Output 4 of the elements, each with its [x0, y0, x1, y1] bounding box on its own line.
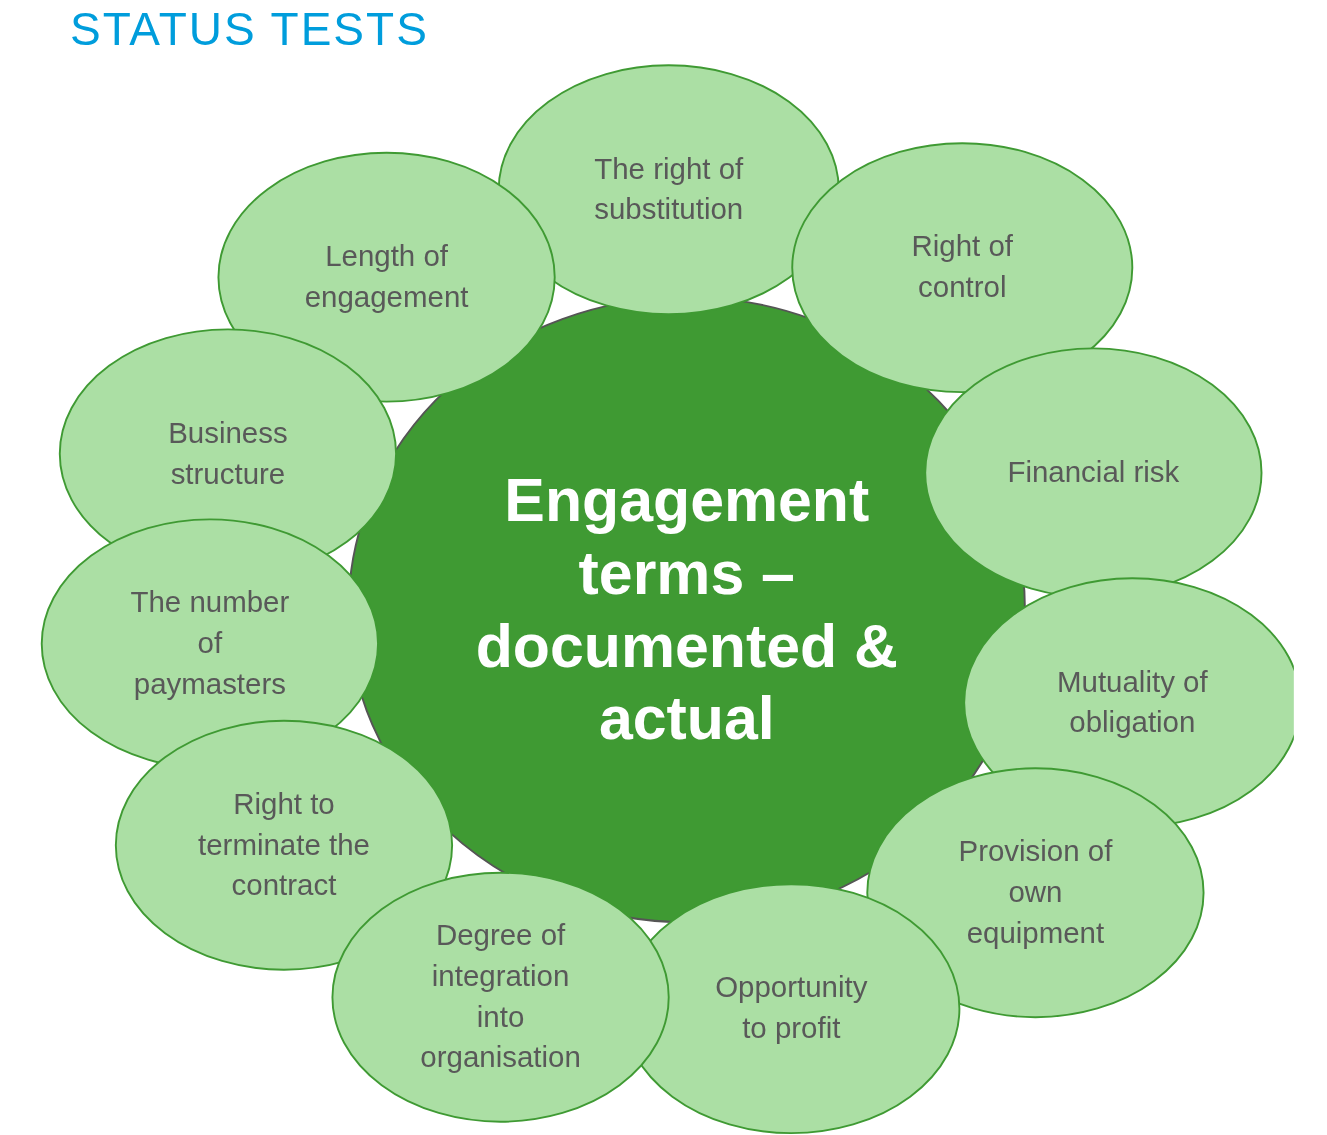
- factor-label: Financial risk: [969, 452, 1217, 494]
- factor-label: Right of control: [867, 227, 1058, 309]
- factor-label: Opportunity to profit: [705, 968, 877, 1050]
- title: STATUS TESTS: [70, 2, 429, 56]
